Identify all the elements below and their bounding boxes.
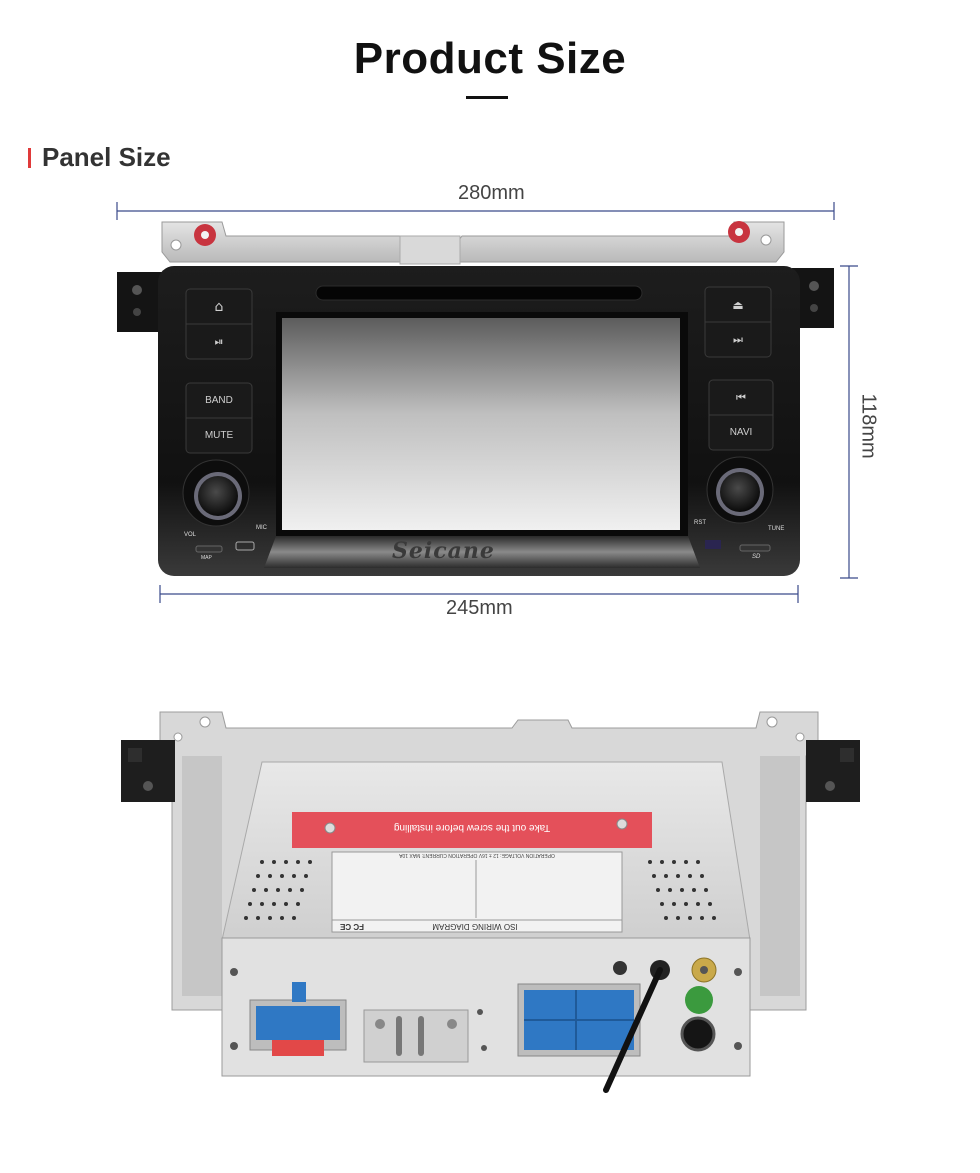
- rst-label: RST: [694, 520, 706, 526]
- section-title: Panel Size: [42, 142, 171, 172]
- spec-text: OPERATION VOLTAGE: 12 ± 16V OPERATION CU…: [399, 852, 555, 858]
- volume-knob: [182, 459, 250, 527]
- map-label: MAP: [201, 555, 212, 561]
- rear-side-mount-right: [806, 740, 860, 802]
- ir-sensor: [705, 540, 721, 549]
- mic-label: MIC: [256, 525, 267, 531]
- eject-button[interactable]: ⏏: [705, 287, 771, 322]
- brand-logo: Seicane: [392, 538, 495, 564]
- disc-slot: [315, 285, 643, 301]
- home-icon: ⌂: [214, 298, 224, 315]
- next-button[interactable]: ⏭: [705, 322, 771, 357]
- vol-label: VOL: [184, 532, 197, 538]
- next-icon: ⏭: [733, 332, 743, 346]
- black-round-connector: [680, 1016, 716, 1052]
- rear-side-mount-left: [121, 740, 175, 802]
- plate-screws: [230, 968, 742, 1051]
- prev-button[interactable]: ⏮: [709, 380, 773, 415]
- warning-sticker: [292, 812, 652, 848]
- vent-holes-left: [244, 860, 312, 920]
- dimension-top-width: 280mm: [458, 182, 525, 204]
- mounting-bracket: [161, 221, 785, 265]
- tune-knob: [706, 456, 774, 524]
- wiring-sticker: [331, 851, 623, 933]
- home-button[interactable]: ⌂: [186, 289, 252, 324]
- fuse-hole: [613, 961, 627, 975]
- tune-label: TUNE: [768, 526, 785, 532]
- dimension-line-right: [840, 265, 858, 579]
- play-pause-button[interactable]: ⏯: [186, 324, 252, 359]
- vent-holes-right: [648, 860, 716, 920]
- sd-label: SD: [752, 554, 761, 560]
- section-marker: [28, 148, 31, 168]
- warning-sticker-text: Take out the screw before installing: [393, 822, 551, 833]
- side-mount-left: [117, 272, 165, 332]
- green-connector: [685, 986, 713, 1014]
- bezel-chin: [264, 536, 700, 568]
- usb-port: [235, 541, 255, 551]
- navi-button[interactable]: NAVI: [709, 415, 773, 450]
- mute-button[interactable]: MUTE: [186, 418, 252, 453]
- wiring-diagram-text: ISO WIRING DIAGRAM: [432, 922, 518, 931]
- band-label: BAND: [205, 395, 233, 406]
- title-underline: [466, 96, 508, 99]
- gps-connector: [691, 957, 717, 983]
- map-card-slot: [195, 545, 223, 553]
- dimension-line-top: [116, 202, 835, 220]
- navi-label: NAVI: [729, 427, 753, 438]
- band-button[interactable]: BAND: [186, 383, 252, 418]
- prev-icon: ⏮: [736, 390, 746, 404]
- fc-mark: FC CE: [340, 922, 364, 931]
- right-button-panel: [704, 286, 774, 451]
- antenna-cable: [603, 960, 670, 1093]
- mute-label: MUTE: [204, 430, 234, 441]
- page-title: Product Size: [353, 34, 627, 83]
- dimension-bottom-width: 245mm: [446, 597, 513, 619]
- left-button-panel: [185, 288, 253, 454]
- iso-connector-right: [517, 983, 641, 1057]
- eject-icon: ⏏: [732, 297, 744, 312]
- dimension-line-bottom: [159, 585, 799, 603]
- center-grill: [363, 1009, 469, 1063]
- play-pause-icon: ⏯: [214, 334, 224, 348]
- iso-connector-left: [249, 982, 347, 1056]
- sd-card-slot: [739, 544, 771, 552]
- display-screen: [282, 318, 680, 530]
